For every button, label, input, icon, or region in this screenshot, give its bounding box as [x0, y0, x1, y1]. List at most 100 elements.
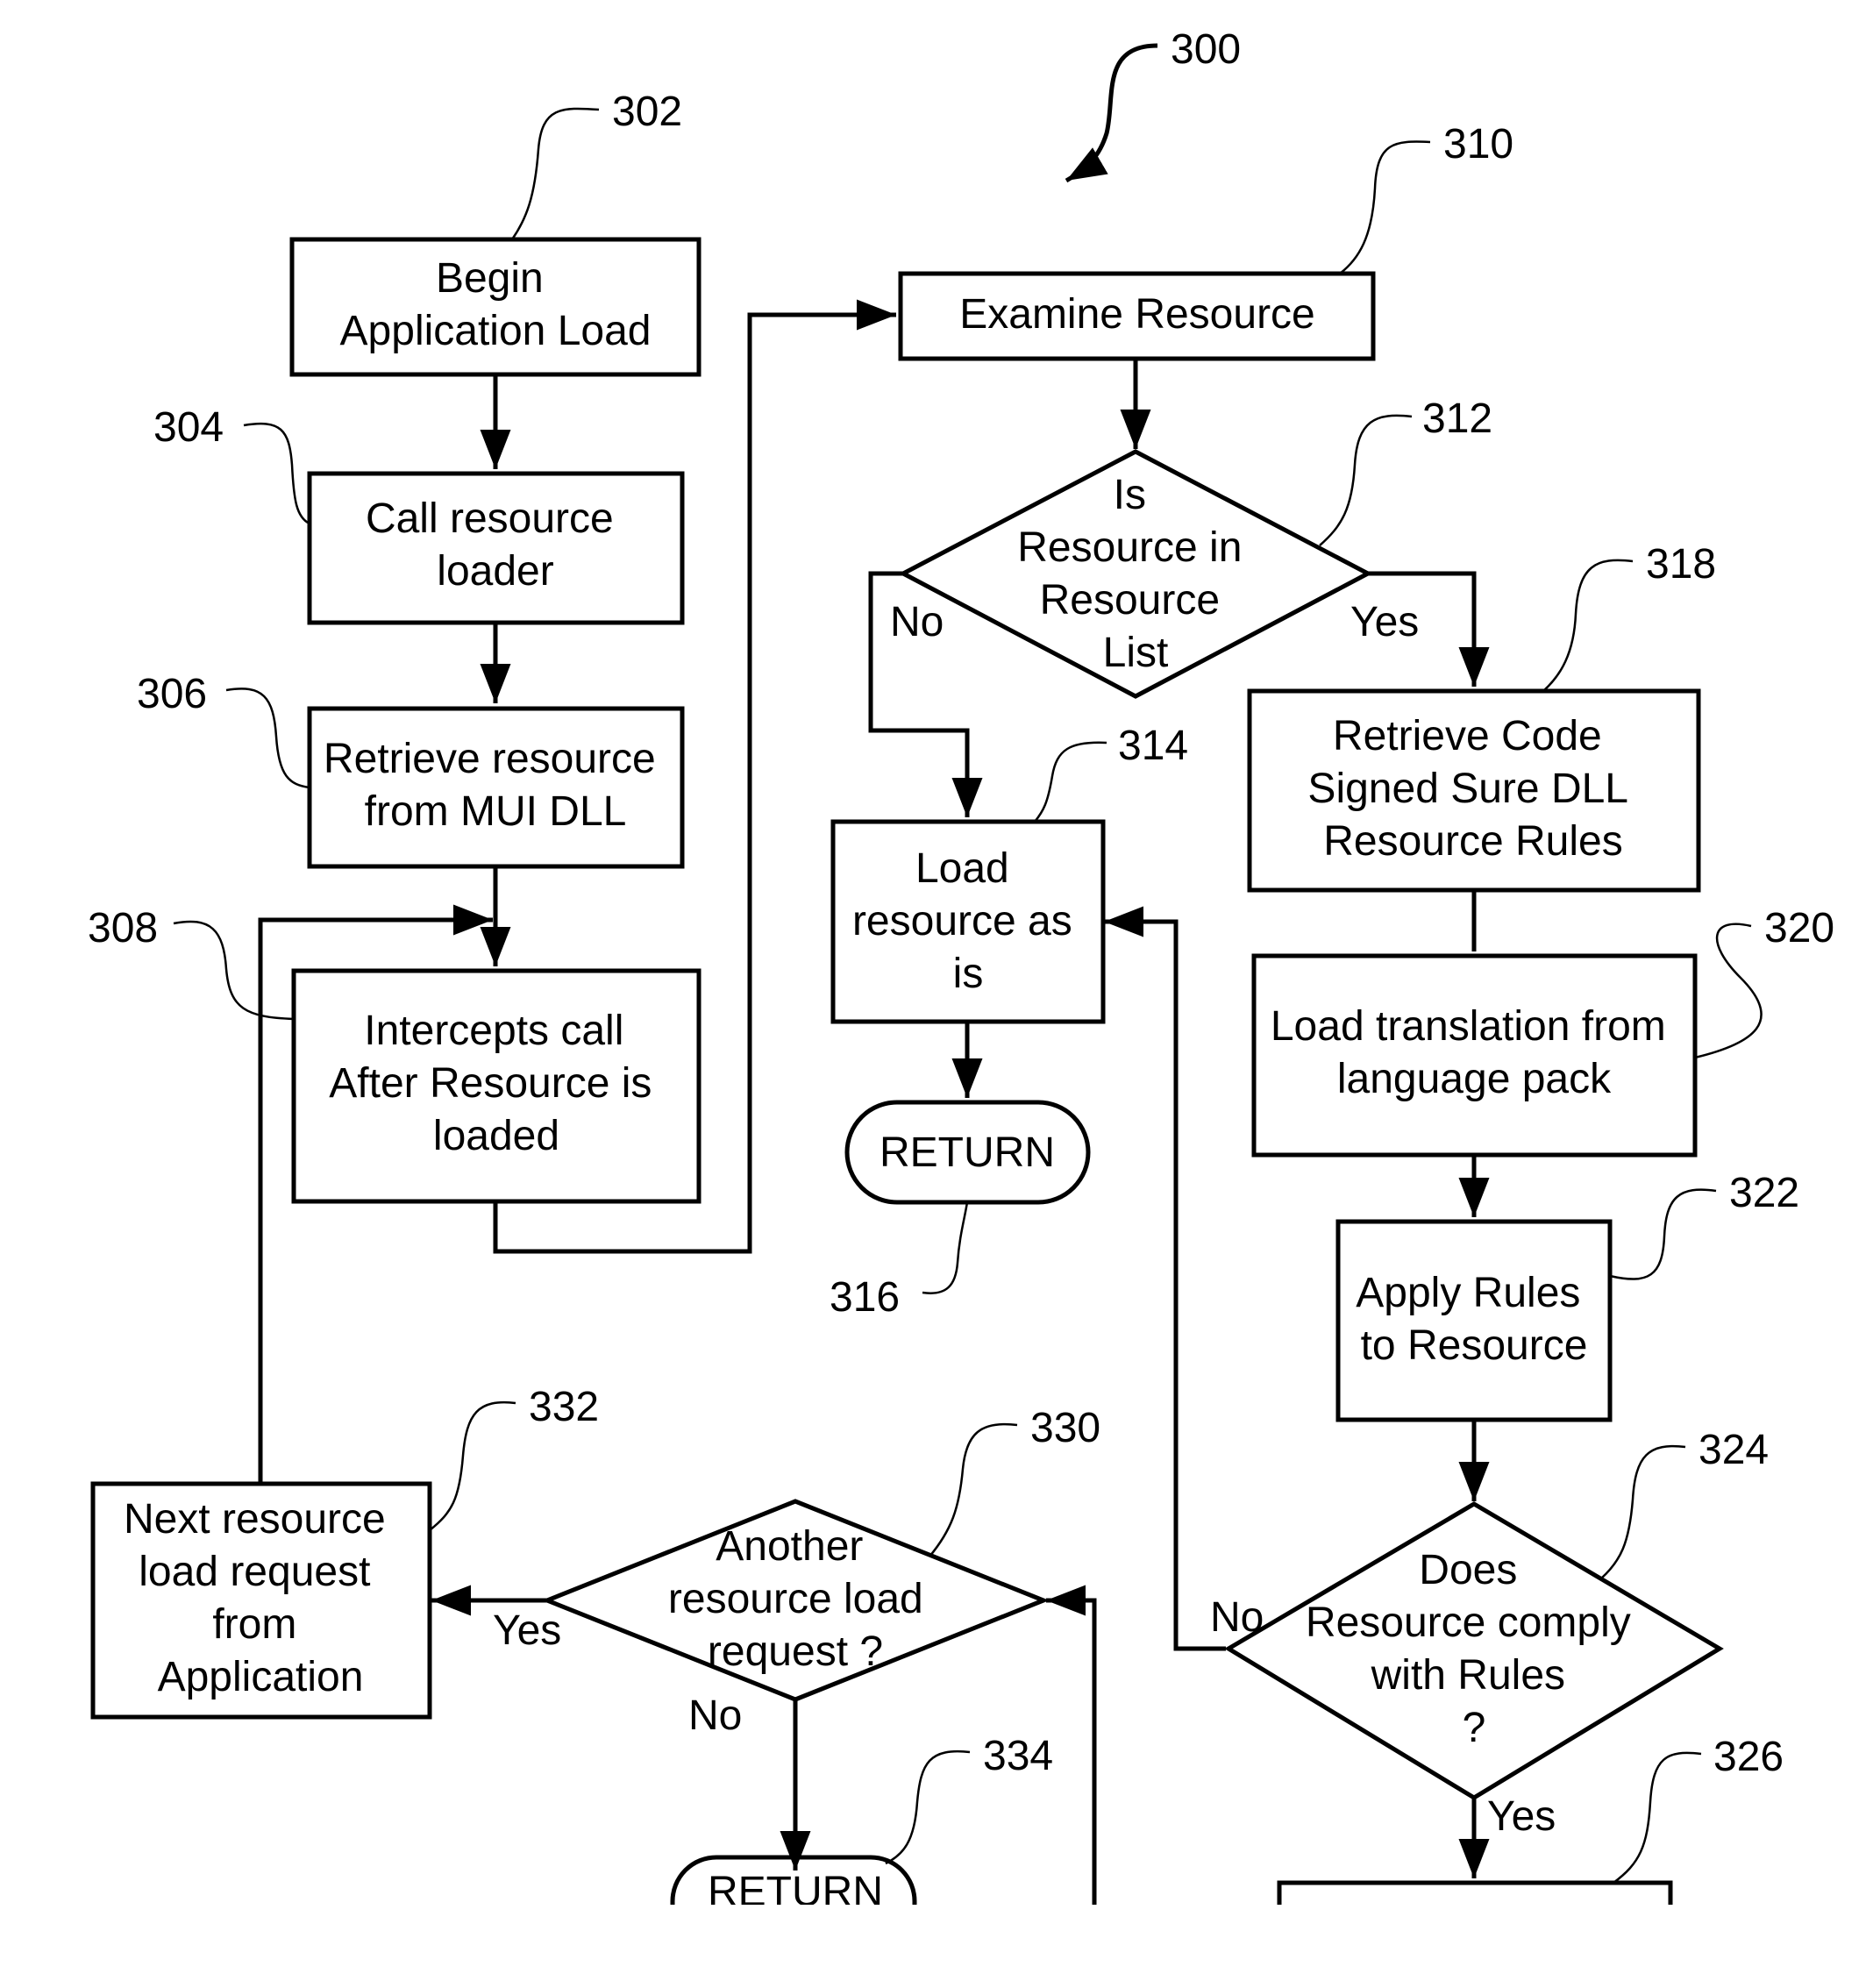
label-332-line3: from	[212, 1601, 296, 1648]
leader-312	[1319, 414, 1413, 546]
leader-314	[1034, 741, 1107, 823]
ref-314: 314	[1118, 723, 1188, 769]
label-324-line2: Resource comply	[1306, 1600, 1631, 1646]
label-312-line1: Is	[1114, 472, 1146, 518]
label-334: RETURN	[708, 1869, 883, 1915]
leader-304	[243, 422, 310, 525]
label-324-line1: Does	[1419, 1547, 1517, 1593]
ref-318: 318	[1646, 541, 1716, 588]
label-312-line3: Resource	[1040, 577, 1220, 623]
label-310-line1: Examine Resource	[959, 291, 1315, 338]
label-314-line1: Load	[915, 845, 1009, 892]
edge-label-312-yes: Yes	[1350, 599, 1419, 645]
leader-330	[929, 1422, 1018, 1557]
node-332-next-resource-request	[90, 1481, 432, 1720]
label-310: Examine Resource	[959, 291, 1315, 338]
label-332-line2: load request	[139, 1549, 370, 1595]
node-316-return-terminal	[844, 1100, 1091, 1205]
leader-lines	[173, 107, 1763, 1885]
ref-332: 332	[529, 1384, 599, 1430]
label-332-line4: Application	[158, 1654, 364, 1700]
label-308: Intercepts call After Resource is loaded	[329, 1008, 663, 1159]
label-304: Call resource loader	[366, 495, 625, 595]
node-326-partial-box	[1277, 1880, 1673, 1905]
ref-326: 326	[1713, 1734, 1784, 1780]
label-322-line1: Apply Rules	[1356, 1270, 1580, 1316]
label-304-line1: Call resource	[366, 495, 614, 542]
label-312-line2: Resource in	[1017, 524, 1242, 571]
label-306: Retrieve resource from MUI DLL	[324, 736, 667, 835]
label-332: Next resource load request from Applicat…	[124, 1496, 397, 1700]
label-334-clip: RETURN	[708, 1869, 883, 1915]
label-314: Load resource as is	[852, 845, 1084, 997]
leader-332	[429, 1400, 516, 1531]
leader-318	[1542, 559, 1634, 692]
edge-label-330-no: No	[688, 1692, 742, 1739]
ref-306: 306	[137, 671, 207, 717]
label-308-line1: Intercepts call	[364, 1008, 623, 1054]
edge-312-318-yes	[1368, 571, 1490, 687]
node-304-call-resource-loader	[307, 471, 685, 625]
edge-label-324-no: No	[1210, 1594, 1264, 1641]
node-312-decision-resource-list	[898, 449, 1373, 699]
label-318-line3: Resource Rules	[1323, 818, 1622, 865]
label-334-line1: RETURN	[708, 1869, 883, 1915]
label-324-line3: with Rules	[1371, 1652, 1565, 1699]
node-310-examine-resource	[898, 271, 1376, 361]
leader-326	[1613, 1751, 1702, 1885]
edge-308-310	[493, 299, 896, 1254]
label-318-line1: Retrieve Code	[1333, 713, 1602, 759]
label-306-line2: from MUI DLL	[365, 788, 627, 835]
label-316: RETURN	[880, 1129, 1055, 1176]
edge-312-314-no	[868, 571, 983, 817]
leader-322	[1609, 1188, 1717, 1280]
label-330-line3: request ?	[708, 1628, 883, 1675]
ref-322: 322	[1729, 1170, 1799, 1216]
edge-label-324-yes: Yes	[1487, 1793, 1556, 1840]
ref-324: 324	[1699, 1427, 1769, 1473]
label-302-line2: Application Load	[340, 308, 652, 354]
ref-302: 302	[612, 89, 682, 135]
figure-ref-300: 300	[1171, 26, 1241, 73]
node-314-load-resource-as-is	[830, 819, 1106, 1024]
edge-332-308-loop	[258, 904, 493, 1484]
label-324-line4: ?	[1463, 1705, 1486, 1751]
ref-308: 308	[88, 905, 158, 951]
label-308-line2: After Resource is	[329, 1060, 652, 1107]
edge-label-312-no: No	[890, 599, 944, 645]
label-306-line1: Retrieve resource	[324, 736, 656, 782]
ref-334: 334	[983, 1733, 1053, 1779]
ref-330: 330	[1030, 1405, 1100, 1451]
node-322-apply-rules	[1335, 1219, 1613, 1422]
leader-306	[225, 688, 310, 789]
label-318-line2: Signed Sure DLL	[1307, 766, 1627, 812]
label-304-line2: loader	[437, 548, 553, 595]
ref-316: 316	[830, 1274, 900, 1321]
label-320-line1: Load translation from	[1271, 1003, 1666, 1050]
label-318: Retrieve Code Signed Sure DLL Resource R…	[1307, 713, 1638, 865]
label-330-line2: resource load	[668, 1576, 923, 1622]
node-302-begin-application-load	[289, 237, 701, 377]
node-330-decision-another-request	[541, 1499, 1050, 1702]
label-330: Another resource load request ?	[668, 1523, 935, 1675]
node-324-decision-comply-rules	[1224, 1501, 1724, 1800]
label-312: Is Resource in Resource List	[1017, 472, 1253, 676]
leader-316	[922, 1201, 969, 1294]
node-318-retrieve-code-signed	[1247, 688, 1701, 893]
label-312-line4: List	[1103, 630, 1169, 676]
node-308-intercepts-call	[291, 968, 701, 1204]
leader-310	[1339, 140, 1431, 274]
ref-310: 310	[1443, 121, 1513, 167]
ref-304: 304	[153, 404, 224, 451]
label-314-line3: is	[953, 951, 984, 997]
node-320-load-translation	[1251, 953, 1698, 1158]
node-306-retrieve-resource	[307, 706, 685, 869]
label-302: Begin Application Load	[340, 255, 652, 354]
label-324: Does Resource comply with Rules ?	[1306, 1547, 1642, 1751]
node-334-return-terminal-partial	[670, 1855, 917, 1905]
leader-324	[1600, 1444, 1686, 1579]
label-314-line2: resource as	[852, 898, 1072, 944]
leader-334	[885, 1749, 971, 1865]
label-302-line1: Begin	[436, 255, 544, 302]
